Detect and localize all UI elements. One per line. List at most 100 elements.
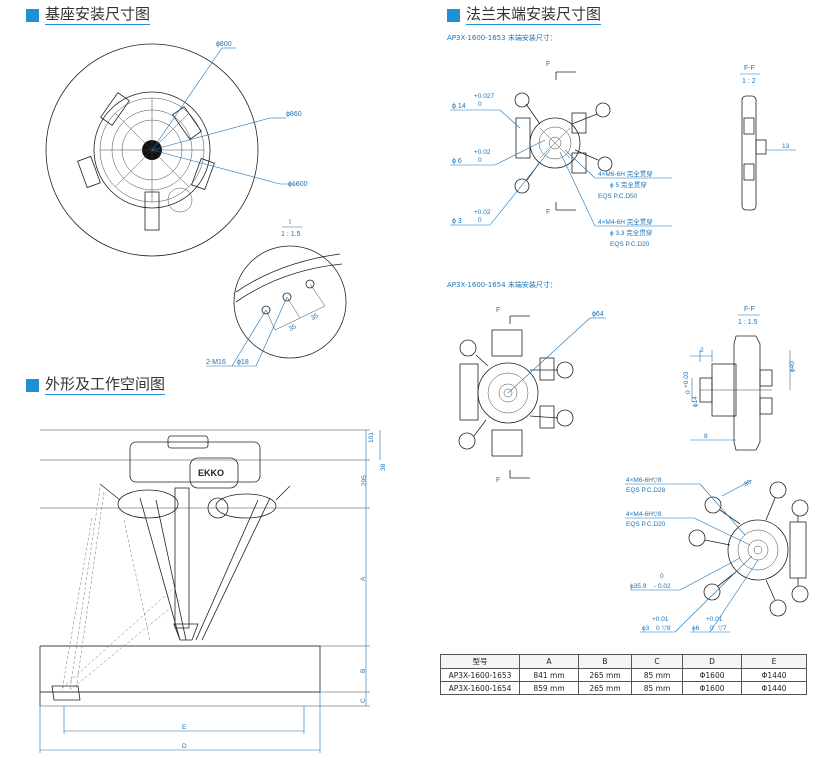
flange-a-section-bottom: F: [546, 209, 550, 216]
table-header: D: [682, 654, 742, 669]
base-d860-label: ϕ860: [286, 111, 302, 118]
table-cell: Φ1440: [741, 681, 807, 695]
section-marker-icon: [26, 379, 39, 392]
flange-b-section-bottom: F: [496, 477, 500, 484]
outline-dim38: 38: [380, 463, 387, 471]
flange-b-note2-l2: EQS P.C.D20: [626, 521, 666, 528]
outline-dimB: B: [360, 669, 367, 673]
detail-d18-label: ϕ18: [237, 359, 249, 366]
section-marker-icon: [447, 9, 460, 22]
table-header: C: [631, 654, 683, 669]
flange-b-note1-l2: EQS P.C.D28: [626, 487, 666, 494]
table-cell: 85 mm: [631, 668, 683, 682]
table-cell: 265 mm: [578, 668, 632, 682]
flange-a-d6: ϕ 6: [452, 158, 462, 165]
outline-dim295: 295: [361, 475, 368, 486]
flange-b-ff-scale: 1 : 1.5: [738, 319, 758, 326]
detail-holes-label: 2-M16: [206, 359, 226, 366]
flange-b-tol6-top: +0.01: [706, 616, 723, 623]
flange-b-d3-depth: ▽8: [662, 625, 671, 632]
flange-a-tol3-top: +0.02: [474, 209, 491, 216]
table-cell: Φ1600: [682, 681, 742, 695]
outline-dimD: D: [182, 743, 187, 750]
flange-a-dim13: 13: [782, 143, 790, 150]
table-cell: 265 mm: [578, 681, 632, 695]
flange-b-tol3-top: +0.01: [652, 616, 669, 623]
flange-a-d14: ϕ 14: [452, 103, 466, 110]
flange-a-tol14-bot: 0: [478, 101, 482, 108]
flange-b-d3: ϕ3: [642, 625, 650, 632]
table-header: A: [519, 654, 579, 669]
flange-b-tol35-top: 0: [660, 573, 664, 580]
detail-dim35a: 35: [288, 323, 298, 333]
flange-a-note2-l1: 4×M4-6H 完全贯穿: [598, 217, 653, 226]
outline-dimA: A: [360, 576, 367, 581]
flange-b-d14: ϕ14: [692, 396, 699, 407]
flange-subtitle-b: AP3X-1600-1654 末端安装尺寸：: [447, 281, 557, 289]
flange-a-note2-l3: EQS P.C.D20: [610, 241, 650, 248]
detail-name: I: [289, 219, 291, 226]
flange-b-dim2: 2: [700, 347, 704, 354]
flange-b-tol35-bot: - 0.02: [654, 583, 671, 590]
flange-subtitle-a: AP3X-1600-1653 末端安装尺寸：: [447, 34, 557, 42]
flange-b-d35: ϕ35.9: [630, 583, 647, 590]
table-header: 型号: [440, 654, 520, 669]
section-title-flange: 法兰末端安装尺寸图: [466, 5, 602, 25]
table-cell: Φ1440: [741, 668, 807, 682]
section-header-base: 基座安装尺寸图: [26, 5, 151, 25]
section-marker-icon: [26, 9, 39, 22]
flange-a-ff-scale: 1 : 2: [742, 78, 756, 85]
flange-b-d6: ϕ6: [692, 625, 700, 632]
base-mount-drawing: ϕ800 ϕ860 ϕ1600 I 1 : 1.5 35 35 2-M16 ϕ1…: [45, 41, 347, 367]
flange-a-note1-l1: 4×M6-6H 完全贯穿: [598, 169, 653, 178]
flange-b-tol14-bot: 0: [685, 390, 692, 394]
flange-b-dim30: 30: [743, 479, 753, 489]
outline-dim101: 101: [368, 432, 375, 443]
base-d800-label: ϕ800: [216, 41, 232, 48]
detail-scale: 1 : 1.5: [281, 231, 301, 238]
robot-logo: EKKO: [198, 468, 224, 478]
flange-a-d3: ϕ 3: [452, 218, 462, 225]
table-header: B: [578, 654, 632, 669]
flange-b-tol14-top: +0.03: [683, 371, 690, 388]
flange-a-ff-name: F-F: [744, 65, 755, 72]
table-cell: AP3X-1600-1653: [440, 668, 520, 682]
base-d1600-label: ϕ1600: [288, 181, 308, 188]
table-cell: 841 mm: [519, 668, 579, 682]
section-header-outline: 外形及工作空间图: [26, 375, 166, 395]
table-cell: AP3X-1600-1654: [440, 681, 520, 695]
flange-a-note2-l2: ϕ 3.3 完全贯穿: [610, 228, 652, 237]
flange-a-tol3-bot: 0: [478, 217, 482, 224]
flange-a-tol6-top: +0.02: [474, 149, 491, 156]
section-title-base: 基座安装尺寸图: [45, 5, 151, 25]
table-cell: 85 mm: [631, 681, 683, 695]
flange-b-drawing: F F ϕ64 F-F 1 : 1.5 2 8 ϕ40 +0.03 0 ϕ14: [458, 306, 809, 633]
flange-b-note1-l1: 4×M6-6H▽8: [626, 477, 662, 484]
flange-b-section-top: F: [496, 307, 500, 314]
table-row: AP3X-1600-1654 859 mm 265 mm 85 mm Φ1600…: [440, 681, 807, 695]
table-cell: Φ1600: [682, 668, 742, 682]
flange-b-tol6-bot: 0: [710, 625, 714, 632]
detail-dim35b: 35: [310, 312, 320, 322]
outline-drawing: EKKO 101 38 295 A B C E D: [39, 429, 387, 753]
table-cell: 859 mm: [519, 681, 579, 695]
flange-b-dim8: 8: [704, 433, 708, 440]
table-row: AP3X-1600-1653 841 mm 265 mm 85 mm Φ1600…: [440, 668, 807, 682]
flange-b-d64: ϕ64: [592, 311, 604, 318]
flange-b-tol3-bot: 0: [656, 625, 660, 632]
flange-a-tol6-bot: 0: [478, 157, 482, 164]
flange-a-tol14-top: +0.027: [474, 93, 494, 100]
spec-table: 型号 A B C D E AP3X-1600-1653 841 mm 265 m…: [440, 654, 807, 695]
outline-dimC: C: [360, 698, 367, 703]
flange-a-note1-l3: EQS P.C.D50: [598, 193, 638, 200]
section-header-flange: 法兰末端安装尺寸图: [447, 5, 602, 25]
flange-a-note1-l2: ϕ 5 完全贯穿: [610, 180, 647, 189]
flange-b-ff-name: F-F: [744, 306, 755, 313]
section-title-outline: 外形及工作空间图: [45, 375, 166, 395]
flange-b-d6-depth: ▽7: [718, 625, 727, 632]
flange-a-section-top: F: [546, 61, 550, 68]
flange-b-note2-l1: 4×M4-6H▽8: [626, 511, 662, 518]
table-header-row: 型号 A B C D E: [440, 654, 807, 669]
table-header: E: [741, 654, 807, 669]
